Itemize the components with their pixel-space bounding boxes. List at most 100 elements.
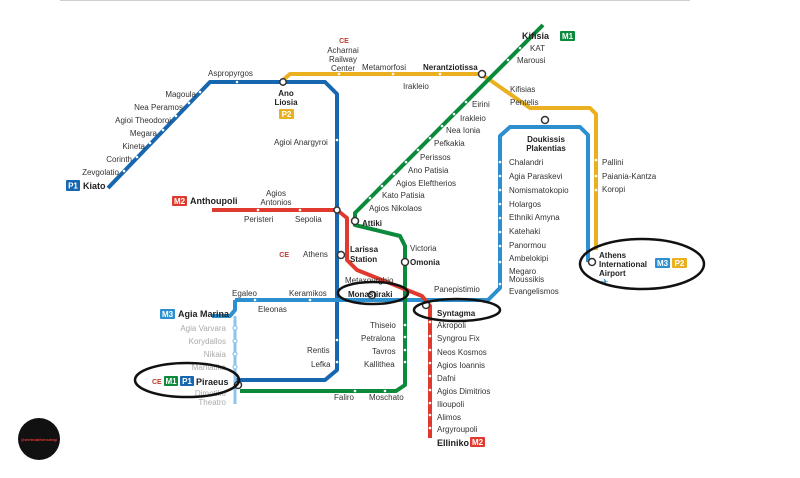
highlight-monastiraki [336, 280, 410, 306]
label-ano-patisia: Ano Patisia [408, 166, 449, 175]
label-neos-kosmos: Neos Kosmos [437, 348, 487, 357]
label-kineta: Kineta [122, 142, 145, 151]
badge-m2-elliniko [470, 437, 485, 447]
label-agia-paraskevi: Agia Paraskevi [509, 172, 563, 181]
label-evangelismos: Evangelismos [509, 287, 559, 296]
label-eleonas: Eleonas [258, 305, 287, 314]
label-attiki: Attiki [362, 219, 382, 228]
line-m1 [240, 23, 545, 393]
interchange-larissa [336, 250, 346, 260]
label-kat: KAT [530, 44, 545, 53]
branch-stops [232, 325, 238, 370]
label-koropi: Koropi [602, 185, 625, 194]
label-monastiraki: Monastiraki [348, 290, 392, 299]
label-rentis: Rentis [307, 346, 330, 355]
badge-m1-piraeus [164, 376, 178, 386]
label-metamorfosi: Metamorfosi [362, 63, 406, 72]
label-ano-liosia-1: Ano [278, 89, 294, 98]
label-argyroupoli: Argyroupoli [437, 425, 478, 434]
label-pentelis: Pentelis [510, 98, 538, 107]
badge-p1-piraeus [180, 376, 194, 386]
label-pefkakia: Pefkakia [434, 139, 465, 148]
interchange-doukissis [540, 115, 550, 125]
highlight-syntagma [412, 297, 502, 323]
label-lefka: Lefka [311, 360, 331, 369]
label-irakleio-upper: Irakleio [403, 82, 429, 91]
terminal-agia-marina: Agia Marina [178, 309, 230, 319]
label-acharnai-1: Acharnai [327, 46, 359, 55]
label-agios-dimitrios: Agios Dimitrios [437, 387, 490, 396]
label-agios-ioannis: Agios Ioannis [437, 361, 485, 370]
badge-m3-airport-label: M3 [657, 259, 669, 268]
label-marousi: Marousi [517, 56, 546, 65]
ce-acharnai: CE [339, 38, 349, 45]
label-nomismatokopio: Nomismatokopio [509, 186, 569, 195]
label-megara: Megara [130, 129, 158, 138]
label-airport-3: Airport [599, 269, 626, 278]
label-syngrou-fix: Syngrou Fix [437, 334, 480, 343]
label-perissos: Perissos [420, 153, 451, 162]
label-omonia: Omonia [410, 258, 440, 267]
label-magoula: Magoula [165, 90, 196, 99]
label-doukissis-1: Doukissis [527, 135, 565, 144]
label-megaro-1: Megaro [509, 267, 537, 276]
label-theatro: Theatro [198, 398, 226, 407]
label-acharnai-2: Railway [329, 55, 357, 64]
label-egaleo: Egaleo [232, 289, 257, 298]
watermark-logo: @metroathensmap [18, 418, 60, 460]
label-akropoli: Akropoli [437, 321, 466, 330]
plane-icon: ✈ [601, 277, 609, 287]
label-syntagma: Syntagma [437, 309, 476, 318]
label-panormou: Panormou [509, 241, 546, 250]
label-kifisias: Kifisias [510, 85, 535, 94]
label-agios-antonios-2: Antonios [260, 198, 291, 207]
highlight-annotations [133, 237, 706, 399]
label-nerantziotissa: Nerantziotissa [423, 63, 478, 72]
label-athens: Athens [303, 250, 328, 259]
label-nea-peramos: Nea Peramos [134, 103, 183, 112]
label-moschato: Moschato [369, 393, 404, 402]
label-nea-ionia: Nea Ionia [446, 126, 481, 135]
interchange-attiki [350, 216, 360, 226]
badge-m1-kifisia-label: M1 [562, 32, 574, 41]
label-dimotiko: Dimotiko [195, 389, 227, 398]
interchange-sepolia [333, 206, 341, 214]
label-agios-eleftherios: Agios Eleftherios [396, 179, 456, 188]
label-airport-2: International [599, 260, 647, 269]
label-pallini: Pallini [602, 158, 624, 167]
line-m3-agia-marina [212, 300, 237, 318]
label-airport-1: Athens [599, 251, 627, 260]
label-thiseio: Thiseio [370, 321, 396, 330]
label-agia-varvara: Agia Varvara [180, 324, 226, 333]
badge-m2-anthoupoli-label: M2 [174, 197, 186, 206]
label-ambelokipi: Ambelokipi [509, 254, 548, 263]
interchange-airport [587, 257, 597, 267]
label-maniatika: Maniatika [192, 363, 227, 372]
label-larissa-1: Larissa [350, 245, 379, 254]
label-kato-patisia: Kato Patisia [382, 191, 425, 200]
highlight-airport [578, 237, 706, 291]
label-panepistimio: Panepistimio [434, 285, 480, 294]
label-doukissis-2: Plakentias [526, 144, 566, 153]
badge-m2-anthoupoli [172, 196, 187, 206]
ce-athens: CE [279, 252, 289, 259]
label-nikaia: Nikaia [204, 350, 227, 359]
badge-p2-airport-label: P2 [675, 259, 685, 268]
interchange-nerantziotissa [477, 69, 487, 79]
label-sepolia: Sepolia [295, 215, 322, 224]
label-katehaki: Katehaki [509, 227, 540, 236]
label-larissa-2: Station [350, 255, 377, 264]
terminal-kiato: Kiato [83, 181, 106, 191]
label-agioi-anargyroi: Agioi Anargyroi [274, 138, 328, 147]
highlight-piraeus [133, 361, 241, 399]
label-zevgolatio: Zevgolatio [82, 168, 119, 177]
badge-p2-airport [672, 258, 687, 268]
label-ethniki-amyna: Ethniki Amyna [509, 213, 560, 222]
badge-m3-agia-marina [160, 309, 175, 319]
terminal-elliniko: Elliniko [437, 438, 470, 448]
terminal-kifisia: Kifisia [522, 31, 550, 41]
badge-p2-ano-liosia-label: P2 [282, 110, 292, 119]
badge-p1-kiato [66, 180, 80, 191]
label-dafni: Dafni [437, 374, 456, 383]
label-peristeri: Peristeri [244, 215, 274, 224]
